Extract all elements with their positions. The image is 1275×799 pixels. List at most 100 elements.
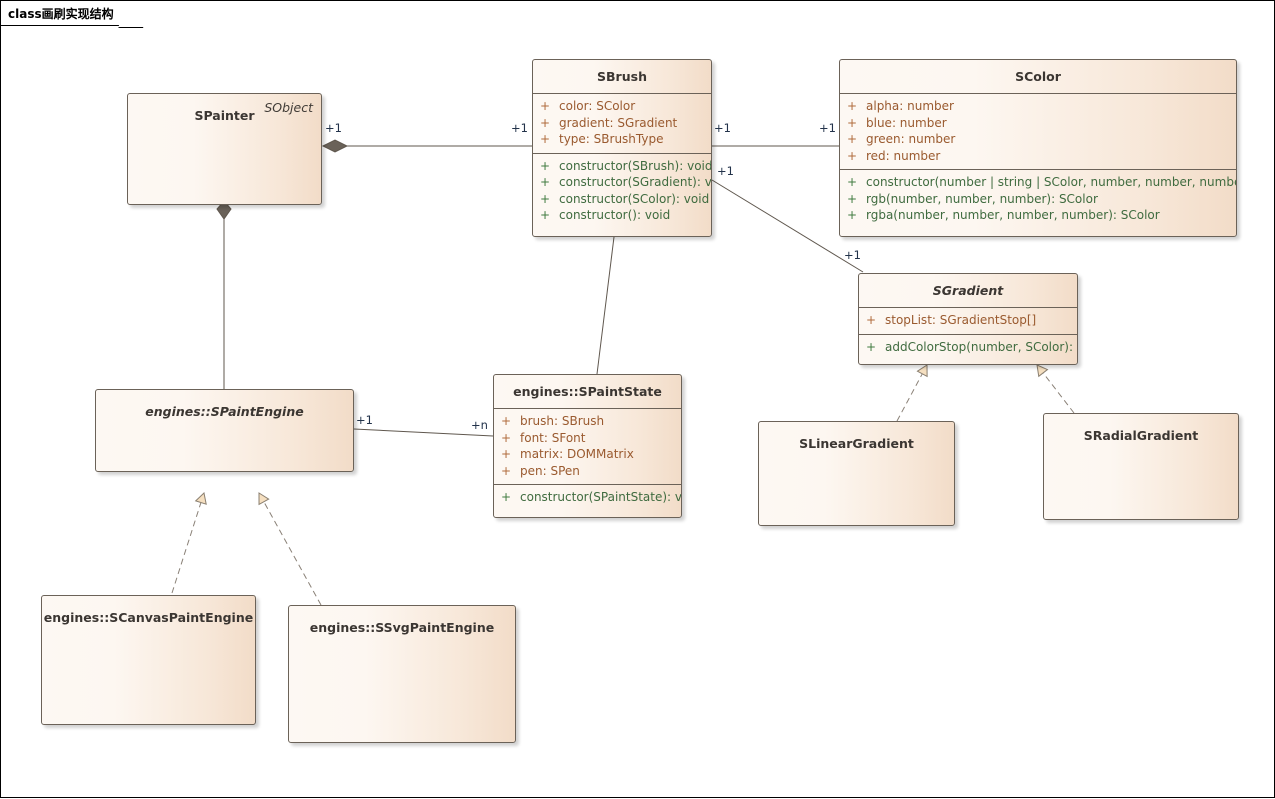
operation-row: + addColorStop(number, SColor): void [859,339,1077,356]
visibility-marker: + [539,99,551,113]
attribute-text: blue: number [866,115,947,130]
class-sbrush-title: SBrush [533,60,711,94]
attribute-text: stopList: SGradientStop[] [885,313,1037,327]
operation-text: constructor(SPaintState): void [520,490,682,504]
class-spaintstate-attributes: +brush: SBrush +font: SFont +matrix: DOM… [494,409,681,485]
multiplicity-spainter-scolor-source: +1 [325,121,342,135]
attribute-row: +brush: SBrush [494,413,681,430]
attribute-text: green: number [866,132,956,146]
operation-text: constructor(SGradient): void [559,175,712,189]
visibility-marker: + [846,191,858,206]
visibility-marker: + [539,208,551,222]
operation-row: + constructor(SColor): void [533,191,711,208]
visibility-marker: + [500,490,512,504]
operation-text: addColorStop(number, SColor): void [885,339,1077,354]
multiplicity-spaintstate-left: +n [471,418,488,432]
visibility-marker: + [500,414,512,428]
class-ssvgpaintengine-title: engines::SSvgPaintEngine [309,620,495,635]
visibility-marker: + [846,99,858,113]
operation-row: + constructor(SBrush): void [533,158,711,175]
operation-row: + rgb(number, number, number): SColor [840,191,1236,208]
class-ssvgpaintengine[interactable]: engines::SSvgPaintEngine [288,605,516,743]
attribute-text: gradient: SGradient [559,115,678,130]
class-sbrush-attributes: + color: SColor + gradient: SGradient + typ… [533,94,711,154]
class-spaintengine-title: engines::SPaintEngine [145,404,304,419]
class-spaintstate-operations: + constructor(SPaintState): void [494,485,681,511]
attribute-text: alpha: number [866,99,954,113]
class-spaintstate-title: engines::SPaintState [494,375,681,409]
operation-text: constructor(): void [559,208,671,222]
attribute-row: +red: number [840,148,1236,165]
class-sradialgradient[interactable]: SRadialGradient [1043,413,1239,520]
class-sbrush-operations: + constructor(SBrush): void + constructor(… [533,154,711,229]
class-scolor-title: SColor [840,60,1236,94]
class-spaintstate[interactable]: engines::SPaintState +brush: SBrush +fon… [493,374,682,518]
diagram-frame-tab: class画刷实现结构 [1,1,154,28]
class-spaintengine[interactable]: engines::SPaintEngine [95,389,354,472]
link-scanvaspaintengine-spaintengine [171,492,207,594]
class-spainter-title: SPainter [194,108,255,123]
operation-text: constructor(number | string | SColor, nu… [866,175,1236,189]
visibility-marker: + [539,191,551,206]
class-scanvaspaintengine-title: engines::SCanvasPaintEngine [43,610,254,625]
attribute-text: red: number [866,148,941,163]
attribute-row: + font: SFont [494,430,681,447]
visibility-marker: + [500,463,512,478]
visibility-marker: + [865,313,877,327]
attribute-row: + type: SBrushType [533,131,711,148]
class-spainter[interactable]: SPainter SObject [127,93,322,205]
class-sradialgradient-title: SRadialGradient [1083,428,1199,443]
frame-tab-corner [118,1,154,28]
visibility-marker: + [865,339,877,354]
visibility-marker: + [846,115,858,130]
attribute-row: + pen: SPen [494,463,681,480]
visibility-marker: + [539,158,551,173]
class-slineargradient-title: SLinearGradient [799,436,914,451]
operation-row: + constructor(number | string | SColor, n… [840,174,1236,191]
class-spainter-stereotype: SObject [264,100,313,115]
visibility-marker: + [539,132,551,146]
attribute-text: pen: SPen [520,463,580,478]
operation-text: constructor(SBrush): void [559,158,712,173]
attribute-text: matrix: DOMMatrix [520,447,634,461]
visibility-marker: + [539,115,551,130]
attribute-row: + blue: number [840,115,1236,132]
operation-text: rgb(number, number, number): SColor [866,191,1098,206]
link-ssvgpaintengine-spaintengine [258,492,322,606]
visibility-marker: + [500,430,512,445]
attribute-row: + alpha: number [840,98,1236,115]
class-sbrush[interactable]: SBrush + color: SColor + gradient: SGradie… [532,59,712,237]
attribute-row: +green: number [840,131,1236,148]
operation-row: + constructor(SPaintState): void [494,489,681,506]
class-sgradient-title: SGradient [859,274,1077,308]
class-sgradient[interactable]: SGradient + stopList: SGradientStop[] + ad… [858,273,1078,365]
multiplicity-sbrush-gradient-source: +1 [717,164,734,178]
class-sgradient-attributes: + stopList: SGradientStop[] [859,308,1077,335]
attribute-row: +matrix: DOMMatrix [494,446,681,463]
multiplicity-spaintengine-right: +1 [356,413,373,427]
class-scanvaspaintengine[interactable]: engines::SCanvasPaintEngine [41,595,256,725]
multiplicity-scolor-left: +1 [819,121,836,135]
operation-row: +rgba(number, number, number, number): S… [840,207,1236,224]
attribute-text: color: SColor [559,99,636,113]
class-scolor-operations: + constructor(number | string | SColor, n… [840,170,1236,229]
attribute-text: type: SBrushType [559,132,664,146]
link-sradialgradient-sgradient [1036,364,1075,414]
operation-text: constructor(SColor): void [559,191,710,206]
multiplicity-sgradient-top: +1 [844,248,861,262]
link-sbrush-spaintstate [596,236,615,375]
visibility-marker: + [846,175,858,189]
attribute-row: + gradient: SGradient [533,115,711,132]
class-sgradient-operations: + addColorStop(number, SColor): void [859,335,1077,361]
class-scolor[interactable]: SColor +alpha: number +blue: number +gre… [839,59,1237,237]
visibility-marker: + [846,208,858,222]
operation-row: + constructor(): void [533,207,711,224]
multiplicity-sbrush-right: +1 [714,121,731,135]
visibility-marker: + [539,175,551,189]
attribute-text: font: SFont [520,430,586,445]
attribute-row: + stopList: SGradientStop[] [859,312,1077,329]
class-scolor-attributes: + alpha: number + blue: number +green: num… [840,94,1236,170]
link-slineargradient-sgradient [896,364,928,422]
class-slineargradient[interactable]: SLinearGradient [758,421,955,526]
